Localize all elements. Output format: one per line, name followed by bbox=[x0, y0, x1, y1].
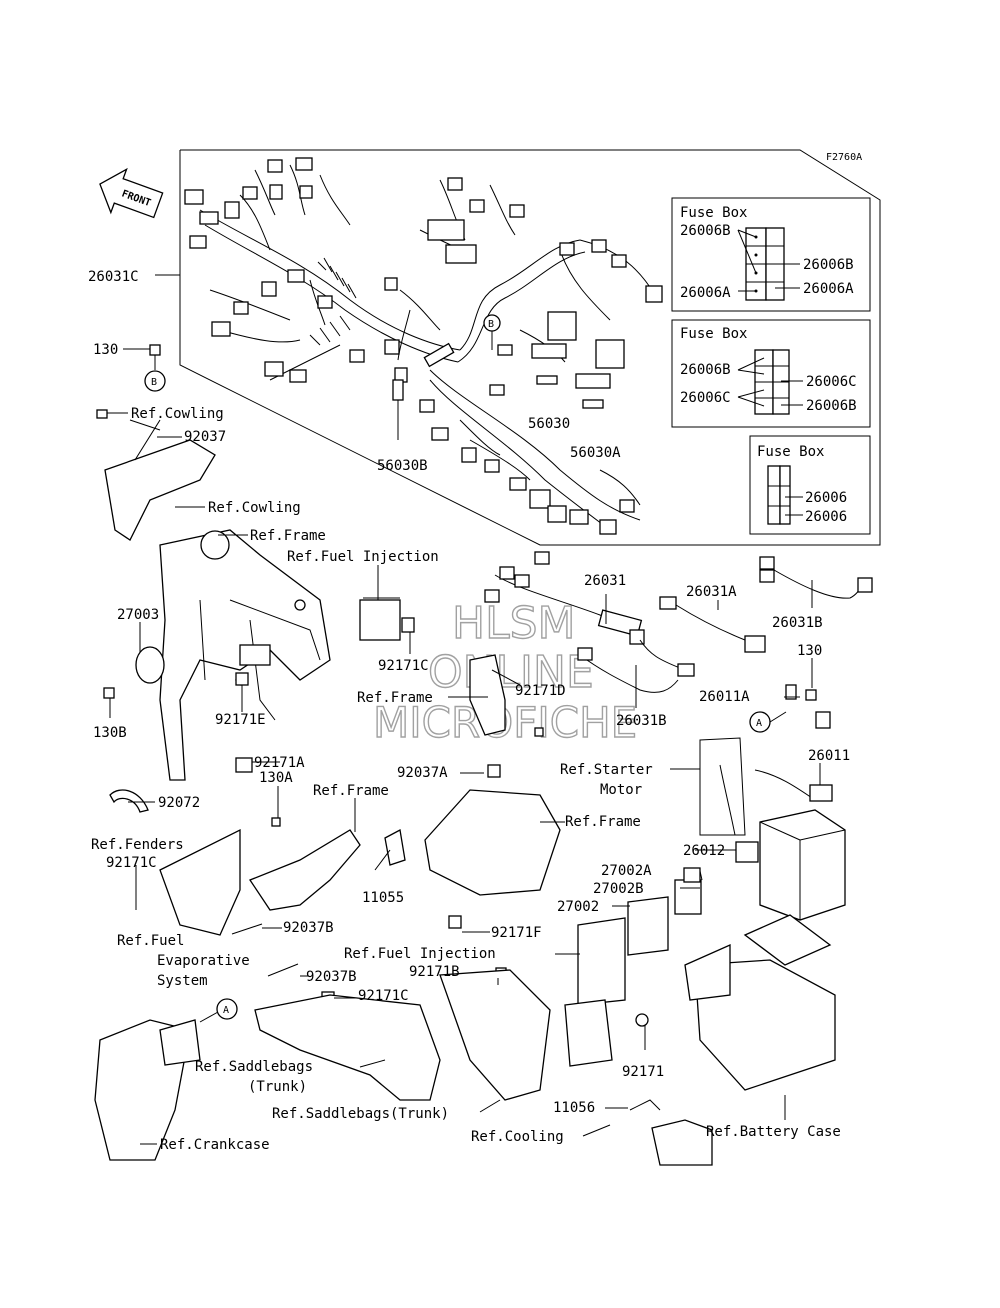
part-number-27002A: 27002A bbox=[601, 863, 652, 879]
part-number-92171: 92171 bbox=[622, 1064, 664, 1080]
part-number-92037B: 92037B bbox=[283, 920, 334, 936]
part-number-92171A: 92171A bbox=[254, 755, 305, 771]
ref-cowling: Ref.Cowling bbox=[131, 406, 224, 422]
callout-b-harness: B bbox=[483, 314, 501, 350]
fuse-label: 26006C bbox=[680, 390, 731, 406]
sub-harness-26031A bbox=[659, 596, 766, 653]
part-number-92171E: 92171E bbox=[215, 712, 266, 728]
svg-text:B: B bbox=[488, 319, 494, 330]
ref-frame: Ref.Frame bbox=[565, 814, 641, 830]
callout-b: B bbox=[151, 377, 157, 388]
part-number-26031: 26031 bbox=[584, 573, 626, 589]
fuse-label: 26006B bbox=[680, 223, 731, 239]
fuse-label: 26006B bbox=[803, 257, 854, 273]
part-number-92072: 92072 bbox=[158, 795, 200, 811]
ref-battery-case: Ref.Battery Case bbox=[706, 1124, 841, 1140]
fuse-box-2: Fuse Box 26006B 26006C 26006C 26006B bbox=[671, 319, 871, 428]
part-number-27002B: 27002B bbox=[593, 881, 644, 897]
harness-panel bbox=[155, 149, 881, 546]
ref-frame: Ref.Frame bbox=[250, 528, 326, 544]
part-number-92171C: 92171C bbox=[358, 988, 409, 1004]
part-number-11056: 11056 bbox=[553, 1100, 595, 1116]
part-number-26011: 26011 bbox=[808, 748, 850, 764]
front-arrow: FRONT bbox=[99, 167, 164, 219]
fuse-box-title: Fuse Box bbox=[757, 444, 824, 460]
leader-lines bbox=[107, 348, 821, 1145]
ref-fenders: Ref.Fenders bbox=[91, 837, 184, 853]
part-number-92037B: 92037B bbox=[306, 969, 357, 985]
ref-fuel-injection: Ref.Fuel Injection bbox=[344, 946, 496, 962]
fuse-box-title: Fuse Box bbox=[680, 326, 747, 342]
ref-cooling: Ref.Cooling bbox=[471, 1129, 564, 1145]
part-number-92037A: 92037A bbox=[397, 765, 448, 781]
part-number-27002: 27002 bbox=[557, 899, 599, 915]
ref-fuel-evaporative: Evaporative bbox=[157, 953, 250, 969]
figure-code: F2760A bbox=[826, 152, 862, 163]
part-number-26031B: 26031B bbox=[772, 615, 823, 631]
fuse-label: 26006C bbox=[806, 374, 857, 390]
part-number-130: 130 bbox=[797, 643, 822, 659]
ref-fuel-injection: Ref.Fuel Injection bbox=[287, 549, 439, 565]
part-number-130B: 130B bbox=[93, 725, 127, 741]
svg-text:ONLINE: ONLINE bbox=[428, 647, 594, 698]
lower-assemblies bbox=[94, 789, 561, 1161]
fuse-label: 26006 bbox=[805, 490, 847, 506]
part-number-26031A: 26031A bbox=[686, 584, 737, 600]
ref-frame: Ref.Frame bbox=[357, 690, 433, 706]
sub-harness-26031B bbox=[759, 556, 873, 599]
part-number-92037: 92037 bbox=[184, 429, 226, 445]
ref-fuel-evaporative: Ref.Fuel bbox=[117, 933, 184, 949]
fuse-box-3: Fuse Box 26006 26006 bbox=[749, 435, 871, 535]
part-number-92171B: 92171B bbox=[409, 964, 460, 980]
part-number-26011A: 26011A bbox=[699, 689, 750, 705]
svg-text:HLSM: HLSM bbox=[452, 598, 576, 649]
ref-saddlebags: (Trunk) bbox=[248, 1079, 307, 1095]
ref-cowling: Ref.Cowling bbox=[208, 500, 301, 516]
part-number-92171C: 92171C bbox=[378, 658, 429, 674]
part-number-130A: 130A bbox=[259, 770, 293, 786]
ref-starter-motor: Ref.Starter bbox=[560, 762, 653, 778]
fuse-box-title: Fuse Box bbox=[680, 205, 747, 221]
part-number-56030A: 56030A bbox=[570, 445, 621, 461]
ref-saddlebags: Ref.Saddlebags bbox=[195, 1059, 313, 1075]
part-number-92171D: 92171D bbox=[515, 683, 566, 699]
callout-a: A bbox=[223, 1005, 229, 1016]
battery-assembly bbox=[629, 711, 846, 1166]
part-number-11055: 11055 bbox=[362, 890, 404, 906]
ref-fuel-evaporative: System bbox=[157, 973, 208, 989]
part-number-26031C: 26031C bbox=[88, 269, 139, 285]
fuse-label: 26006B bbox=[806, 398, 857, 414]
fuse-label: 26006B bbox=[680, 362, 731, 378]
part-number-27003: 27003 bbox=[117, 607, 159, 623]
ref-frame: Ref.Frame bbox=[313, 783, 389, 799]
callout-labels: 26031C 130 B Ref.Cowling 92037 Ref.Cowli… bbox=[88, 269, 850, 1153]
ecu-modules bbox=[564, 867, 702, 1067]
ref-starter-motor: Motor bbox=[600, 782, 642, 798]
part-number-56030: 56030 bbox=[528, 416, 570, 432]
fuse-label: 26006A bbox=[803, 281, 854, 297]
part-number-26012: 26012 bbox=[683, 843, 725, 859]
fuse-label: 26006A bbox=[680, 285, 731, 301]
fuse-box-1: Fuse Box 26006B 26006A 26006B 26006A bbox=[671, 197, 871, 312]
part-number-92171F: 92171F bbox=[491, 925, 542, 941]
part-number-130: 130 bbox=[93, 342, 118, 358]
ref-crankcase: Ref.Crankcase bbox=[160, 1137, 270, 1153]
part-number-26031B: 26031B bbox=[616, 713, 667, 729]
frame-assembly bbox=[96, 409, 544, 781]
sub-harness-26031 bbox=[484, 551, 695, 693]
fuse-label: 26006 bbox=[805, 509, 847, 525]
part-number-56030B: 56030B bbox=[377, 458, 428, 474]
callout-a: A bbox=[756, 718, 762, 729]
ref-saddlebags-trunk: Ref.Saddlebags(Trunk) bbox=[272, 1106, 449, 1122]
part-number-92171C: 92171C bbox=[106, 855, 157, 871]
main-wiring-harness bbox=[184, 157, 663, 535]
